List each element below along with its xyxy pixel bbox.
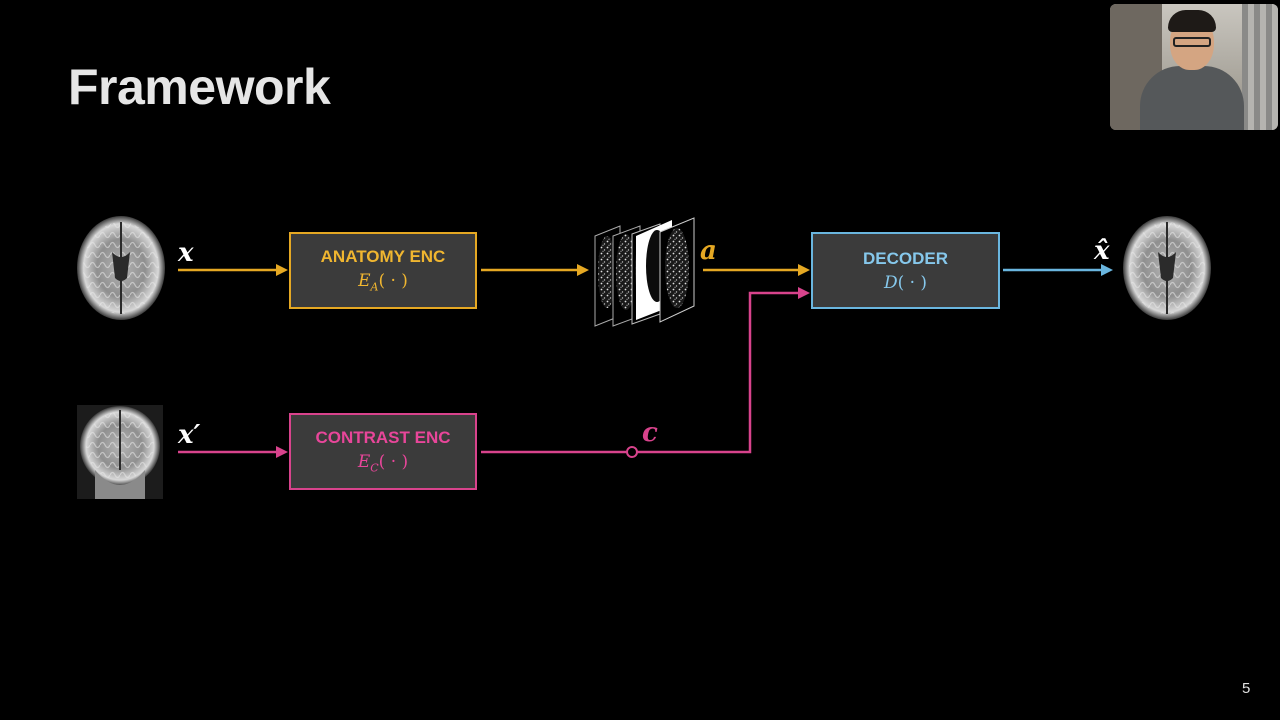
input-brain-coronal-image [77, 405, 163, 499]
slide-page-number: 5 [1242, 680, 1251, 697]
contrast-encoder-function: EC( · ) [357, 452, 409, 475]
anatomy-path-arrows [178, 264, 810, 276]
anatomy-a-label: a [700, 236, 717, 266]
anatomy-encoder-label: ANATOMY ENC [320, 247, 446, 267]
anatomy-encoder-function: EA( · ) [358, 271, 408, 294]
contrast-encoder-box: CONTRAST ENC EC( · ) [289, 413, 477, 490]
contrast-path-arrows [178, 287, 810, 458]
output-brain-axial-image [1123, 216, 1211, 320]
contrast-c-label: c [642, 418, 658, 448]
decoder-label: DECODER [862, 248, 948, 268]
anatomy-encoder-box: ANATOMY ENC EA( · ) [289, 232, 477, 309]
input-x-label: x [178, 238, 194, 268]
presenter-webcam-video [1110, 4, 1278, 130]
slide-title: Framework [68, 59, 331, 115]
output-x-hat-label: x̂ [1094, 236, 1110, 266]
contrast-encoder-label: CONTRAST ENC [315, 428, 451, 448]
anatomy-feature-slices-image [594, 217, 695, 327]
input-brain-axial-image [77, 216, 165, 320]
decoder-output-arrow [1003, 264, 1113, 276]
input-x-prime-label: x′ [178, 420, 201, 450]
decoder-box: DECODER D( · ) [811, 232, 1000, 309]
decoder-function: D( · ) [883, 272, 928, 293]
